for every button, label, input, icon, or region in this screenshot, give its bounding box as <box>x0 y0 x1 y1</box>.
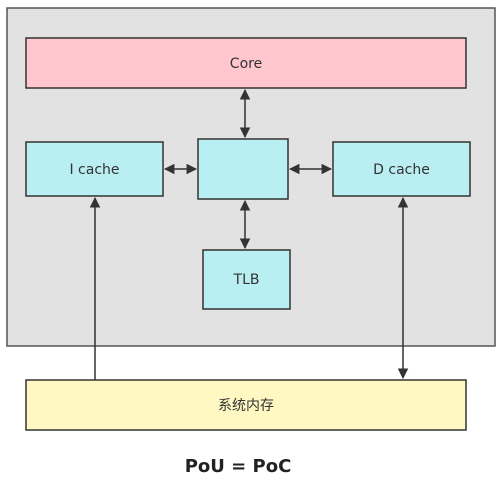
icache-label: I cache <box>69 162 119 178</box>
memory-block: 系统内存 <box>25 379 467 431</box>
core-label: Core <box>230 56 262 72</box>
caption: PoU = PoC <box>185 456 292 477</box>
core-block: Core <box>25 37 467 89</box>
dcache-box <box>332 141 471 197</box>
tlb-block: TLB <box>202 249 291 310</box>
center-box <box>197 138 289 200</box>
tlb-box <box>202 249 291 310</box>
dcache-label: D cache <box>373 162 430 178</box>
tlb-label: TLB <box>233 272 260 288</box>
icache-block: I cache <box>25 141 164 197</box>
memory-box <box>25 379 467 431</box>
icache-box <box>25 141 164 197</box>
dcache-block: D cache <box>332 141 471 197</box>
center-block <box>197 138 289 200</box>
core-box <box>25 37 467 89</box>
memory-label: 系统内存 <box>218 398 274 414</box>
